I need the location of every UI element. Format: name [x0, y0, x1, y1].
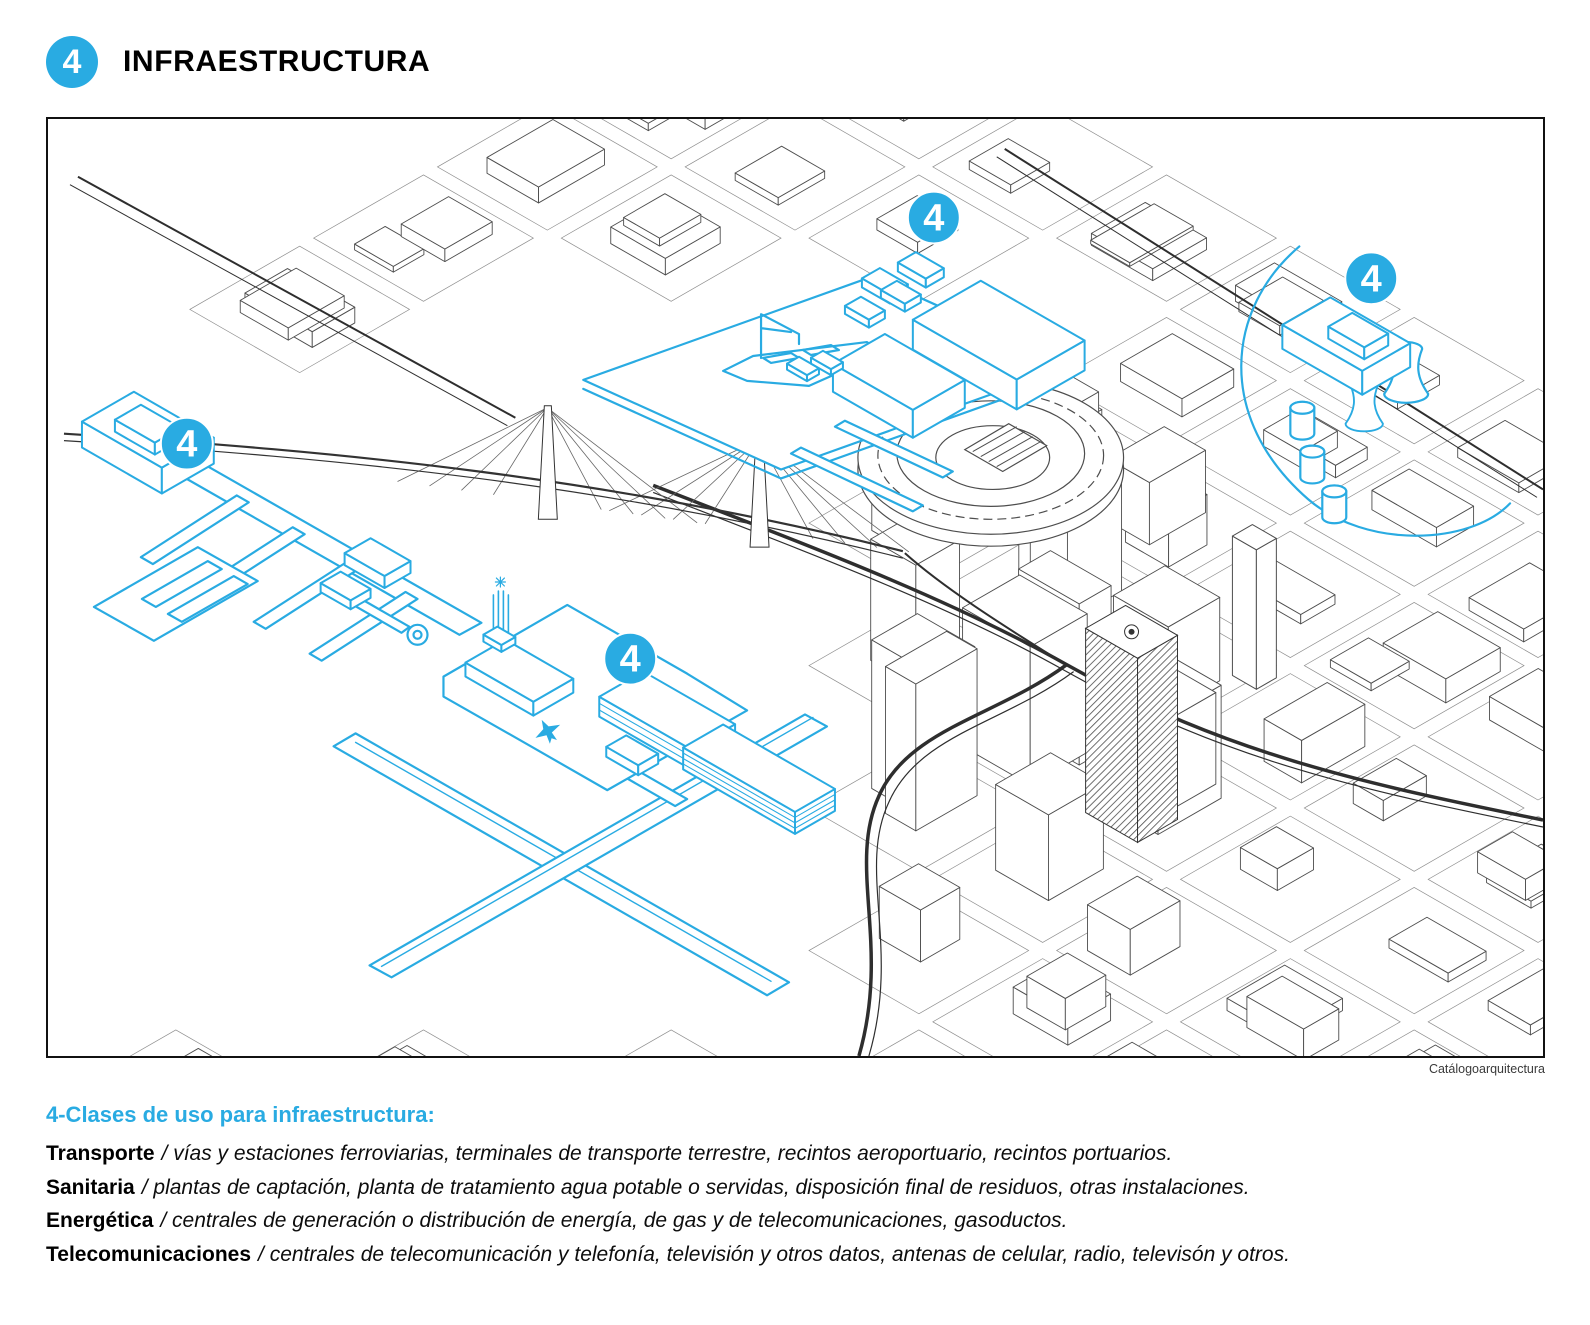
port-crane [759, 313, 801, 360]
legend: 4-Clases de uso para infraestructura: Tr… [46, 1102, 1551, 1271]
legend-term: Energética [46, 1209, 154, 1232]
bridge-pylon [537, 405, 558, 520]
city-map-illustration: 4 4 4 4 [48, 119, 1543, 1056]
map-marker-energy-plant: 4 [1344, 251, 1399, 306]
dock-strip [789, 446, 924, 513]
harbor-piers-highlight [92, 458, 483, 662]
legend-desc: / plantas de captación, planta de tratam… [141, 1175, 1250, 1199]
legend-item-sanitaria: Sanitaria/ plantas de captación, planta … [46, 1171, 1551, 1205]
airplane-icon [535, 719, 561, 744]
page-title: INFRAESTRUCTURA [123, 45, 431, 78]
roads-and-highways [69, 148, 1543, 1056]
marker-label: 4 [176, 424, 197, 466]
diagonal-avenue [1004, 148, 1543, 491]
control-tower [492, 590, 510, 640]
marker-label: 4 [1361, 258, 1382, 300]
legend-desc: / centrales de generación o distribución… [160, 1209, 1068, 1232]
city-map-frame: 4 4 4 4 [46, 117, 1545, 1058]
credit-line: Catálogoarquitectura [1428, 1062, 1545, 1076]
highway [652, 483, 1543, 822]
section-number: 4 [62, 43, 82, 81]
dock-strip [833, 419, 954, 479]
section-number-badge: 4 [46, 36, 98, 88]
marker-label: 4 [923, 198, 944, 240]
map-marker-harbor-piers: 4 [159, 416, 214, 471]
map-markers: 4 4 4 4 [159, 190, 1399, 686]
map-marker-airport: 4 [603, 631, 658, 686]
legend-desc: / vías y estaciones ferroviarias, termin… [161, 1142, 1173, 1165]
page-header: 4 INFRAESTRUCTURA [46, 36, 430, 88]
legend-item-energetica: Energética / centrales de generación o di… [46, 1204, 1551, 1238]
dark-tower [1084, 604, 1179, 844]
legend-term: Telecomunicaciones [46, 1242, 252, 1266]
legend-item-transporte: Transporte / vías y estaciones ferroviari… [46, 1137, 1551, 1171]
legend-item-telecomunicaciones: Telecomunicaciones/ centrales de telecom… [46, 1238, 1551, 1272]
legend-title: 4-Clases de uso para infraestructura: [46, 1102, 435, 1127]
legend-desc: / centrales de telecomunicación y telefo… [258, 1242, 1290, 1266]
rail-line [77, 175, 516, 419]
marker-label: 4 [620, 639, 641, 681]
legend-term: Sanitaria [46, 1175, 135, 1199]
map-marker-port-terminal: 4 [906, 190, 961, 245]
legend-term: Transporte [46, 1142, 155, 1165]
energy-plant-highlight [1240, 245, 1512, 537]
